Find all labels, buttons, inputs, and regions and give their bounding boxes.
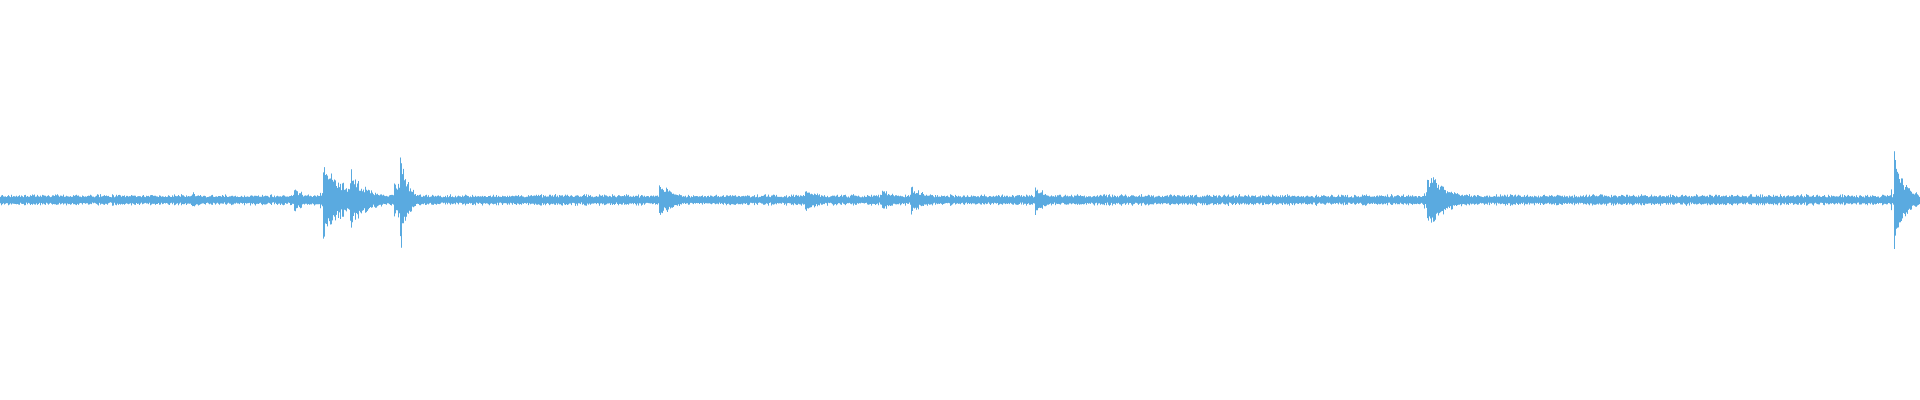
waveform-trace — [0, 151, 1920, 249]
